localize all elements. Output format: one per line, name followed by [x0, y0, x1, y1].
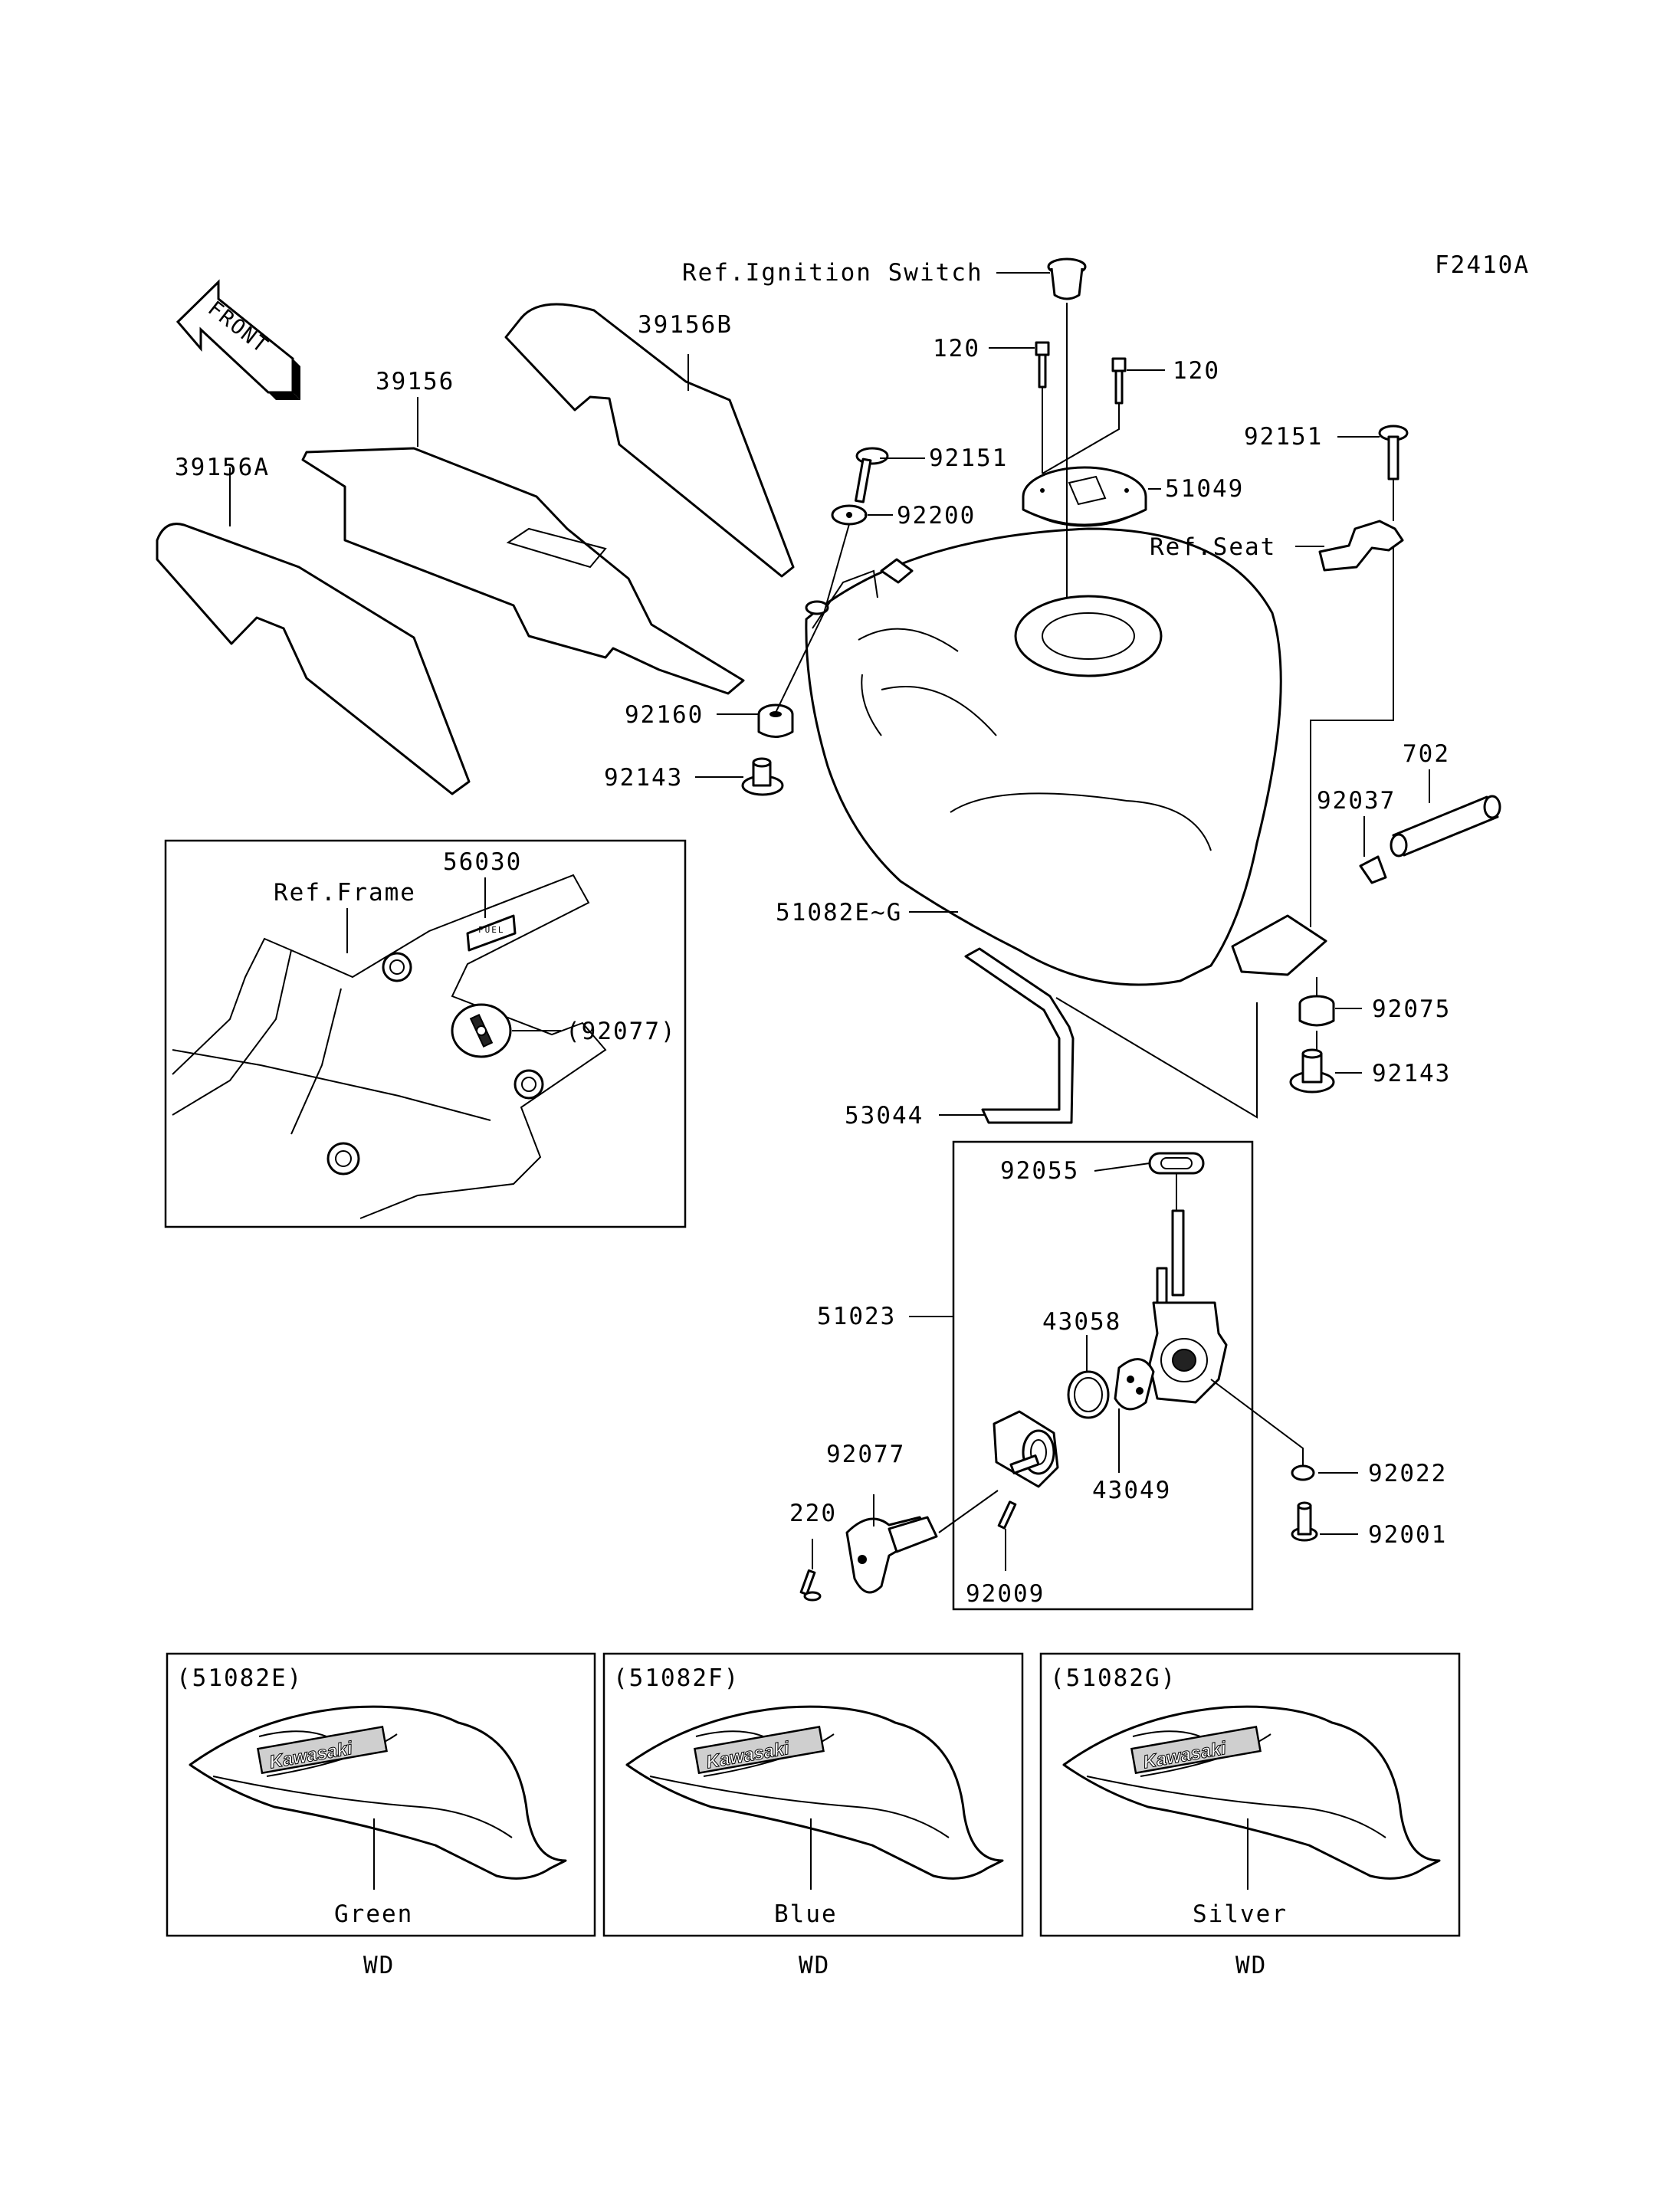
label-ref-seat: Ref.Seat [1150, 533, 1276, 561]
label-92022: 92022 [1368, 1460, 1447, 1487]
label-92077-ref: (92077) [566, 1018, 677, 1045]
variant-code: (51082G) [1050, 1664, 1176, 1692]
label-92037: 92037 [1317, 787, 1396, 815]
variant-color-blue: Blue [774, 1900, 838, 1928]
frame-inset-box [164, 839, 687, 1228]
label-92009: 92009 [966, 1580, 1045, 1608]
hose-702 [1390, 795, 1501, 857]
side-cover-39156 [301, 447, 745, 695]
gasket-43049 [1114, 1358, 1155, 1411]
variant-color-silver: Silver [1193, 1900, 1288, 1928]
label-39156a: 39156A [175, 454, 270, 481]
panel-cutout [506, 527, 607, 569]
label-39156b: 39156B [638, 311, 733, 339]
bolt-92001 [1291, 1501, 1318, 1542]
label-51049: 51049 [1165, 475, 1244, 503]
damper-92143-left [741, 757, 784, 796]
side-cover-39156b [504, 303, 795, 578]
fuel-cock-box [952, 1140, 1254, 1611]
filler-neck [1014, 595, 1163, 677]
label-120-a: 120 [933, 335, 980, 362]
damper-92143-right [1289, 1048, 1335, 1094]
label-92143-left: 92143 [604, 764, 683, 792]
label-92055: 92055 [1000, 1157, 1079, 1185]
variant-color-green: Green [334, 1900, 413, 1928]
grommet-92160 [757, 703, 794, 738]
label-leaders [229, 272, 1430, 1569]
bolt-92151-left [855, 447, 889, 503]
label-43049: 43049 [1092, 1477, 1171, 1504]
variant-panel-green: (51082E) Kawasaki Green [166, 1652, 596, 1937]
label-702: 702 [1403, 740, 1450, 768]
front-arrow-icon: FRONT [176, 279, 300, 400]
figure-code: F2410A [1435, 251, 1530, 279]
seat-bracket [1318, 520, 1404, 572]
variant-panel-silver: (51082G) Kawasaki Silver [1039, 1652, 1461, 1937]
label-43058: 43058 [1042, 1308, 1121, 1336]
side-cover-39156a [156, 523, 471, 795]
fuel-tank-body [805, 527, 1282, 986]
label-51023: 51023 [817, 1303, 896, 1330]
screw-120-a [1035, 341, 1050, 474]
label-120-b: 120 [1173, 357, 1220, 385]
variant-note-blue: WD [799, 1952, 830, 1979]
label-92143-right: 92143 [1372, 1060, 1451, 1087]
variant-code: (51082F) [613, 1664, 740, 1692]
washer-92022 [1291, 1464, 1315, 1481]
label-92077: 92077 [826, 1441, 905, 1468]
frame-inset-drawing [172, 874, 607, 1219]
label-51082e-g: 51082E~G [776, 899, 902, 926]
variant-code: (51082E) [176, 1664, 303, 1692]
fuel-cock-drawing [799, 1152, 1304, 1602]
label-92200: 92200 [897, 502, 976, 530]
damper-92075 [1298, 995, 1335, 1027]
screw-120-b [1042, 357, 1127, 474]
label-92160: 92160 [625, 701, 704, 729]
label-220: 220 [789, 1500, 837, 1527]
tank-rear-bracket [1231, 914, 1327, 976]
fuel-decal-text: FUEL [478, 925, 505, 935]
variant-panel-blue: (51082F) Kawasaki Blue [602, 1652, 1024, 1937]
bolt-92151-right [1378, 425, 1409, 480]
label-ref-frame: Ref.Frame [274, 879, 416, 907]
label-92001: 92001 [1368, 1521, 1447, 1549]
label-ref-ignition-switch: Ref.Ignition Switch [682, 259, 983, 287]
label-53044: 53044 [845, 1102, 924, 1130]
label-56030: 56030 [443, 848, 522, 876]
label-92151-left: 92151 [929, 444, 1008, 472]
clip-92037 [1359, 855, 1387, 884]
variant-note-green: WD [363, 1952, 395, 1979]
label-92151-right: 92151 [1244, 423, 1323, 451]
variant-note-silver: WD [1235, 1952, 1267, 1979]
label-39156: 39156 [376, 368, 454, 395]
label-92075: 92075 [1372, 995, 1451, 1023]
seal-53044 [964, 947, 1075, 1124]
ignition-lock-cylinder [1047, 257, 1087, 598]
